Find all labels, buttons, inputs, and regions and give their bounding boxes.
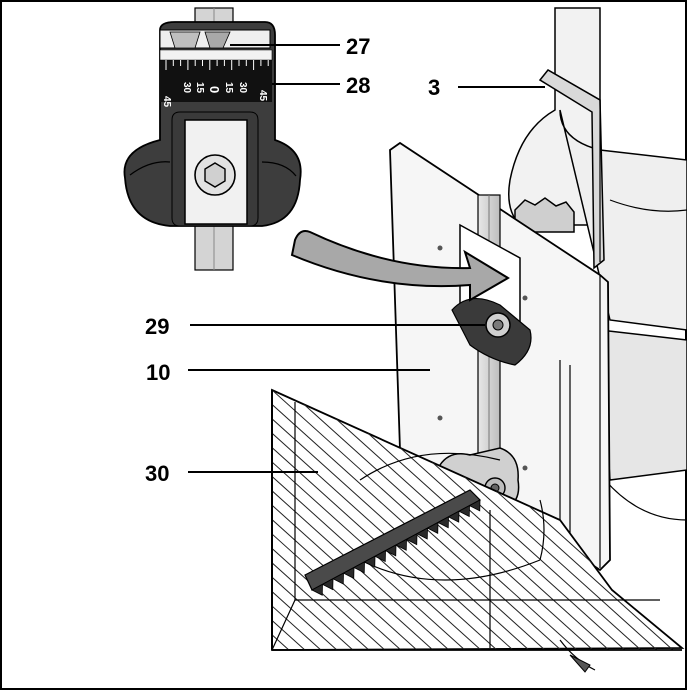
scale-label-15-left: 15	[194, 82, 205, 94]
scale-inset: 45 30 15 0 15 30 45	[123, 7, 302, 271]
lever	[538, 69, 605, 270]
scale-label-45-left: 45	[161, 96, 172, 108]
callout-lines	[188, 44, 545, 473]
scale-label-30-left: 30	[181, 82, 192, 94]
scale-label-30-right: 30	[237, 82, 248, 94]
scale-label-0: 0	[207, 86, 222, 93]
callout-30: 30	[145, 461, 169, 486]
scale-label-15-right: 15	[223, 82, 234, 94]
callout-3: 3	[428, 75, 440, 100]
callout-27: 27	[346, 34, 370, 59]
scale-label-45-right: 45	[257, 90, 268, 102]
saw-blade	[304, 489, 481, 596]
curved-arrow	[290, 230, 510, 302]
adjusting-knob	[514, 197, 575, 233]
callout-10: 10	[146, 360, 170, 385]
motor-housing	[508, 7, 687, 521]
callout-28: 28	[346, 73, 370, 98]
callout-29: 29	[145, 314, 169, 339]
